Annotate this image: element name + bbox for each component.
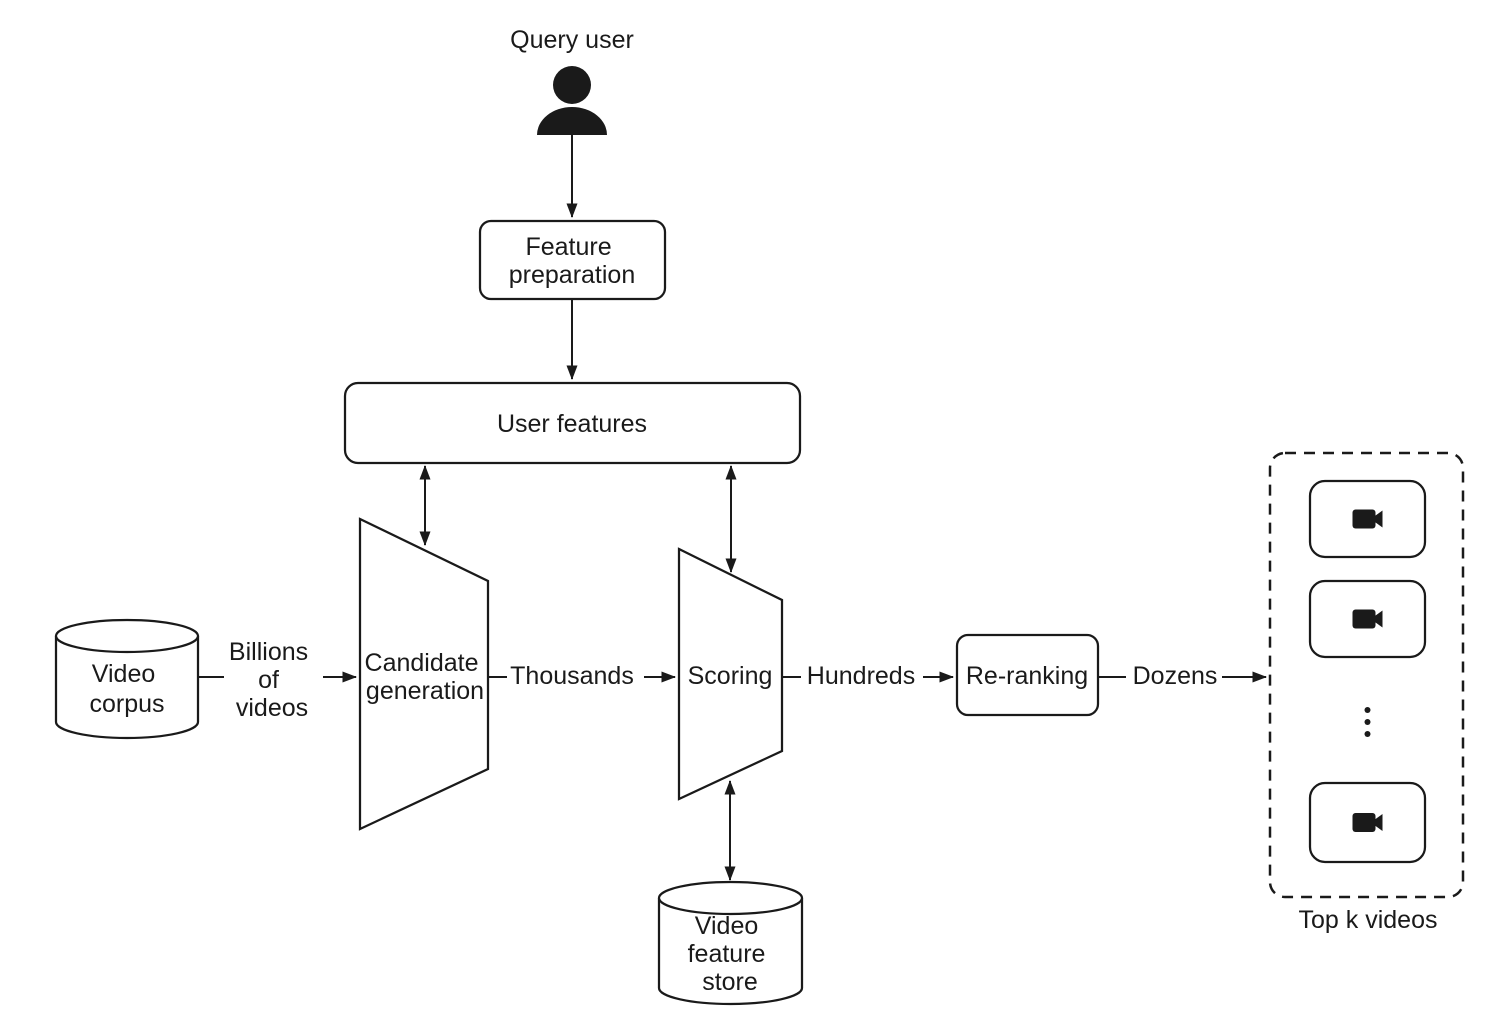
query-user-label: Query user — [510, 26, 634, 54]
re-ranking-label: Re-ranking — [966, 662, 1088, 690]
billions-of-videos-label: Billions of videos — [229, 638, 315, 722]
candidate-generation-label: Candidate generation — [365, 649, 486, 705]
video-camera-icon — [1352, 509, 1383, 529]
dozens-label: Dozens — [1133, 662, 1218, 690]
top-k-videos-container — [1268, 451, 1465, 899]
candidate-generation-trapezoid — [358, 517, 490, 831]
video-camera-icon — [1352, 609, 1383, 629]
hundreds-label: Hundreds — [807, 662, 915, 690]
vertical-ellipsis-icon — [1364, 707, 1371, 737]
feature-preparation-label: Feature preparation — [509, 233, 635, 289]
video-feature-store-label: Video feature store — [688, 912, 773, 996]
re-ranking-box — [955, 633, 1100, 717]
scoring-trapezoid — [677, 547, 784, 801]
top-k-videos-label: Top k videos — [1299, 906, 1438, 934]
user-features-box — [343, 381, 802, 465]
user-features-label: User features — [497, 410, 647, 438]
user-icon — [537, 66, 607, 135]
thousands-label: Thousands — [510, 662, 634, 690]
video-corpus-label: Video corpus — [89, 660, 164, 718]
video-feature-store-cylinder — [657, 880, 804, 1006]
video-camera-icon — [1352, 813, 1383, 832]
video-corpus-cylinder — [54, 618, 200, 740]
scoring-label: Scoring — [688, 662, 773, 690]
